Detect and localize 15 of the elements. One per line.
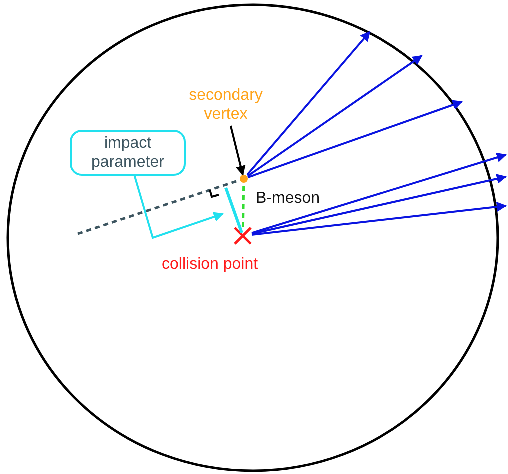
cross-mark	[234, 227, 252, 245]
callout-text: impact parameter	[90, 134, 166, 172]
particle-track-arrow	[246, 31, 371, 176]
particle-track-arrow	[248, 100, 463, 179]
particle-track-arrow	[252, 152, 507, 234]
particle-track-arrow	[252, 202, 507, 236]
particle-track-arrow	[252, 174, 507, 235]
callout-box	[70, 130, 186, 176]
impact-parameter-line	[223, 186, 244, 235]
particle-track-arrow	[247, 55, 423, 178]
vertex-dot	[240, 175, 248, 183]
leader-line	[134, 176, 224, 240]
point-label: collision point	[162, 256, 258, 274]
arrow	[230, 126, 246, 176]
vertex-label: secondary vertex	[178, 86, 274, 126]
